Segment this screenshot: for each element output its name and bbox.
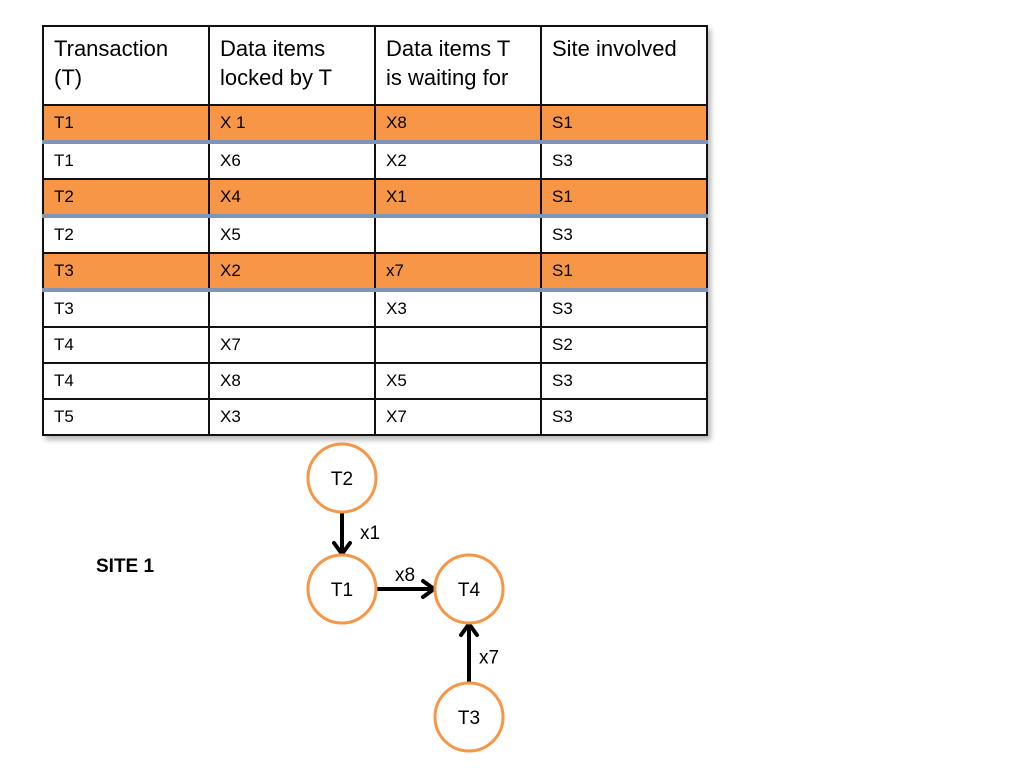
locked-items-cell <box>208 288 376 328</box>
node-label: T2 <box>331 469 353 490</box>
transaction-cell: T1 <box>42 140 210 180</box>
site-cell: S3 <box>540 140 708 180</box>
lock-table: Transaction (T) Data items locked by T D… <box>42 25 708 436</box>
waiting-items-cell: X2 <box>374 140 542 180</box>
node-t2: T2 <box>306 442 378 514</box>
edge-t2-t1: x1 <box>332 512 380 556</box>
transaction-cell: T1 <box>42 104 210 143</box>
node-circle <box>433 681 505 753</box>
edge-label: x1 <box>360 523 380 544</box>
waiting-items-cell: X3 <box>374 288 542 328</box>
node-label: T3 <box>458 708 480 729</box>
locked-items-cell: X6 <box>208 140 376 180</box>
edge-label: x7 <box>479 648 499 669</box>
table-header-row: Transaction (T) Data items locked by T D… <box>42 25 708 106</box>
locked-items-cell: X5 <box>208 214 376 254</box>
site-cell: S3 <box>540 398 708 436</box>
locked-items-cell: X4 <box>208 178 376 217</box>
transaction-cell: T2 <box>42 178 210 217</box>
site-cell: S2 <box>540 326 708 364</box>
node-label: T1 <box>331 580 353 601</box>
locked-items-cell: X 1 <box>208 104 376 143</box>
node-circle <box>433 553 505 625</box>
site-cell: S1 <box>540 178 708 217</box>
waiting-items-cell: X7 <box>374 398 542 436</box>
edge-t1-t4: x8 <box>376 565 436 599</box>
locked-items-cell: X7 <box>208 326 376 364</box>
site-label: SITE 1 <box>96 556 155 577</box>
node-t3: T3 <box>433 681 505 753</box>
locked-items-cell: X2 <box>208 252 376 291</box>
site-cell: S3 <box>540 362 708 400</box>
transaction-cell: T4 <box>42 362 210 400</box>
locked-items-cell: X8 <box>208 362 376 400</box>
locked-items-cell: X3 <box>208 398 376 436</box>
node-circle <box>306 442 378 514</box>
header-locked-items: Data items locked by T <box>208 25 376 106</box>
edge-label: x8 <box>395 565 415 586</box>
waiting-items-cell: X1 <box>374 178 542 217</box>
waiting-items-cell <box>374 326 542 364</box>
node-circle <box>306 553 378 625</box>
transaction-cell: T4 <box>42 326 210 364</box>
site-cell: S1 <box>540 252 708 291</box>
node-label: T4 <box>458 580 481 601</box>
waiting-items-cell: X5 <box>374 362 542 400</box>
waiting-items-cell: x7 <box>374 252 542 291</box>
waiting-items-cell <box>374 214 542 254</box>
transaction-cell: T2 <box>42 214 210 254</box>
node-t1: T1 <box>306 553 378 625</box>
header-waiting-items: Data items T is waiting for <box>374 25 542 106</box>
site-cell: S3 <box>540 288 708 328</box>
edge-t3-t4: x7 <box>459 622 499 683</box>
waiting-items-cell: X8 <box>374 104 542 143</box>
site-cell: S3 <box>540 214 708 254</box>
header-transaction: Transaction (T) <box>42 25 210 106</box>
transaction-cell: T3 <box>42 288 210 328</box>
node-t4: T4 <box>433 553 505 625</box>
site-cell: S1 <box>540 104 708 143</box>
transaction-cell: T3 <box>42 252 210 291</box>
transaction-cell: T5 <box>42 398 210 436</box>
header-site: Site involved <box>540 25 708 106</box>
